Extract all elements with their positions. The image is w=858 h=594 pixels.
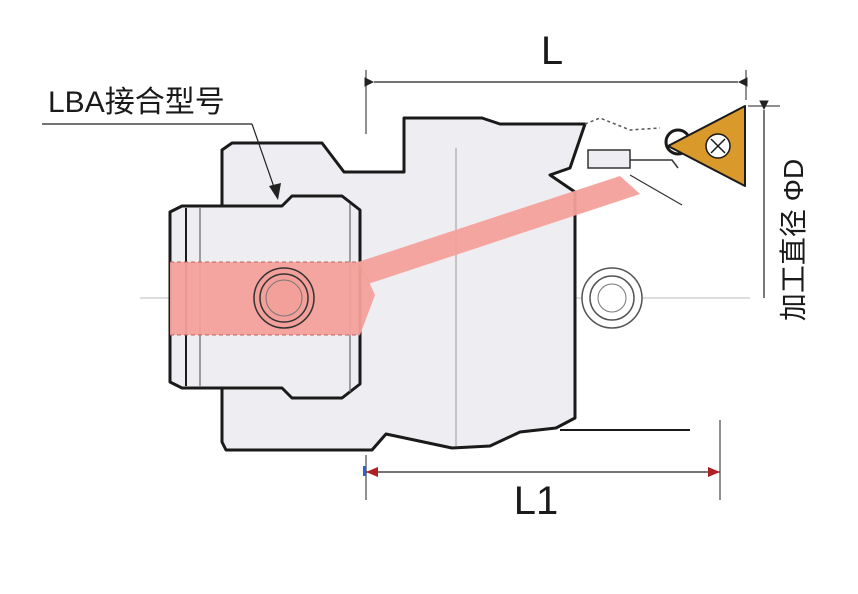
chip-guide [630, 159, 679, 169]
label-machining-diameter: 加工直径 ΦD [778, 159, 809, 321]
lba-label-leader [251, 123, 276, 191]
coolant-channel-angled [358, 176, 640, 284]
hex-socket-screw-icon [581, 267, 643, 329]
dimension-L1-marker [363, 466, 366, 476]
label-L1: L1 [514, 479, 559, 523]
coolant-screw-icon [253, 267, 315, 329]
label-L: L [541, 29, 563, 73]
lba-label-arrow [269, 183, 281, 200]
insert-seat [584, 117, 661, 131]
dimension-L1-arrow-left [366, 467, 378, 477]
clamp-block [587, 149, 631, 169]
label-connection-model: LBA接合型号 [48, 86, 225, 119]
triangular-insert-icon [664, 105, 746, 187]
dimension-L1-arrow-right [708, 467, 720, 477]
insert-guide-line [629, 174, 683, 206]
